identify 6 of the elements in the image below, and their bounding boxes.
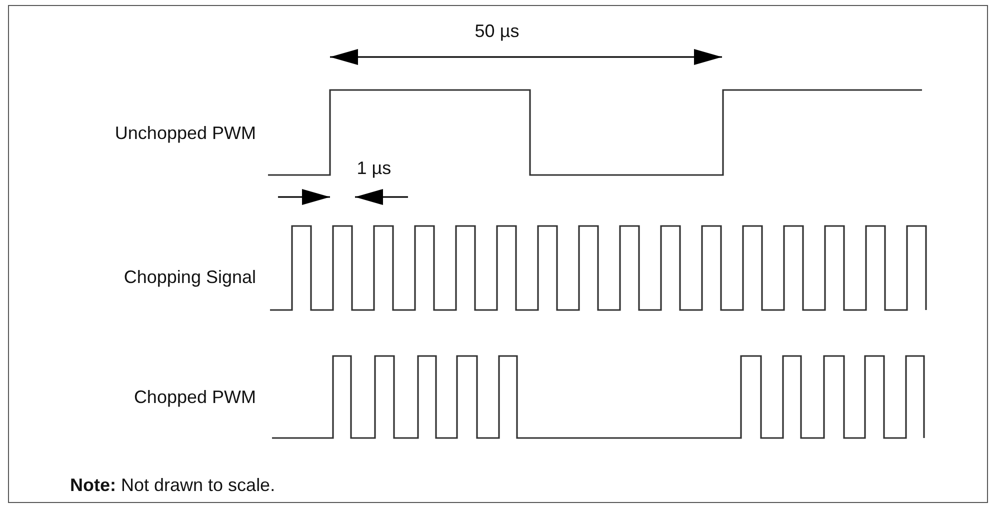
note: Note: Not drawn to scale. <box>70 476 276 494</box>
signal-name: Chopping Signal <box>124 268 256 286</box>
signal-name: Unchopped PWM <box>114 124 256 142</box>
signal-name: Chopped PWM <box>134 388 256 406</box>
dimension-label: 50 µs <box>474 22 520 40</box>
dimension-label: 1 µs <box>356 159 392 177</box>
